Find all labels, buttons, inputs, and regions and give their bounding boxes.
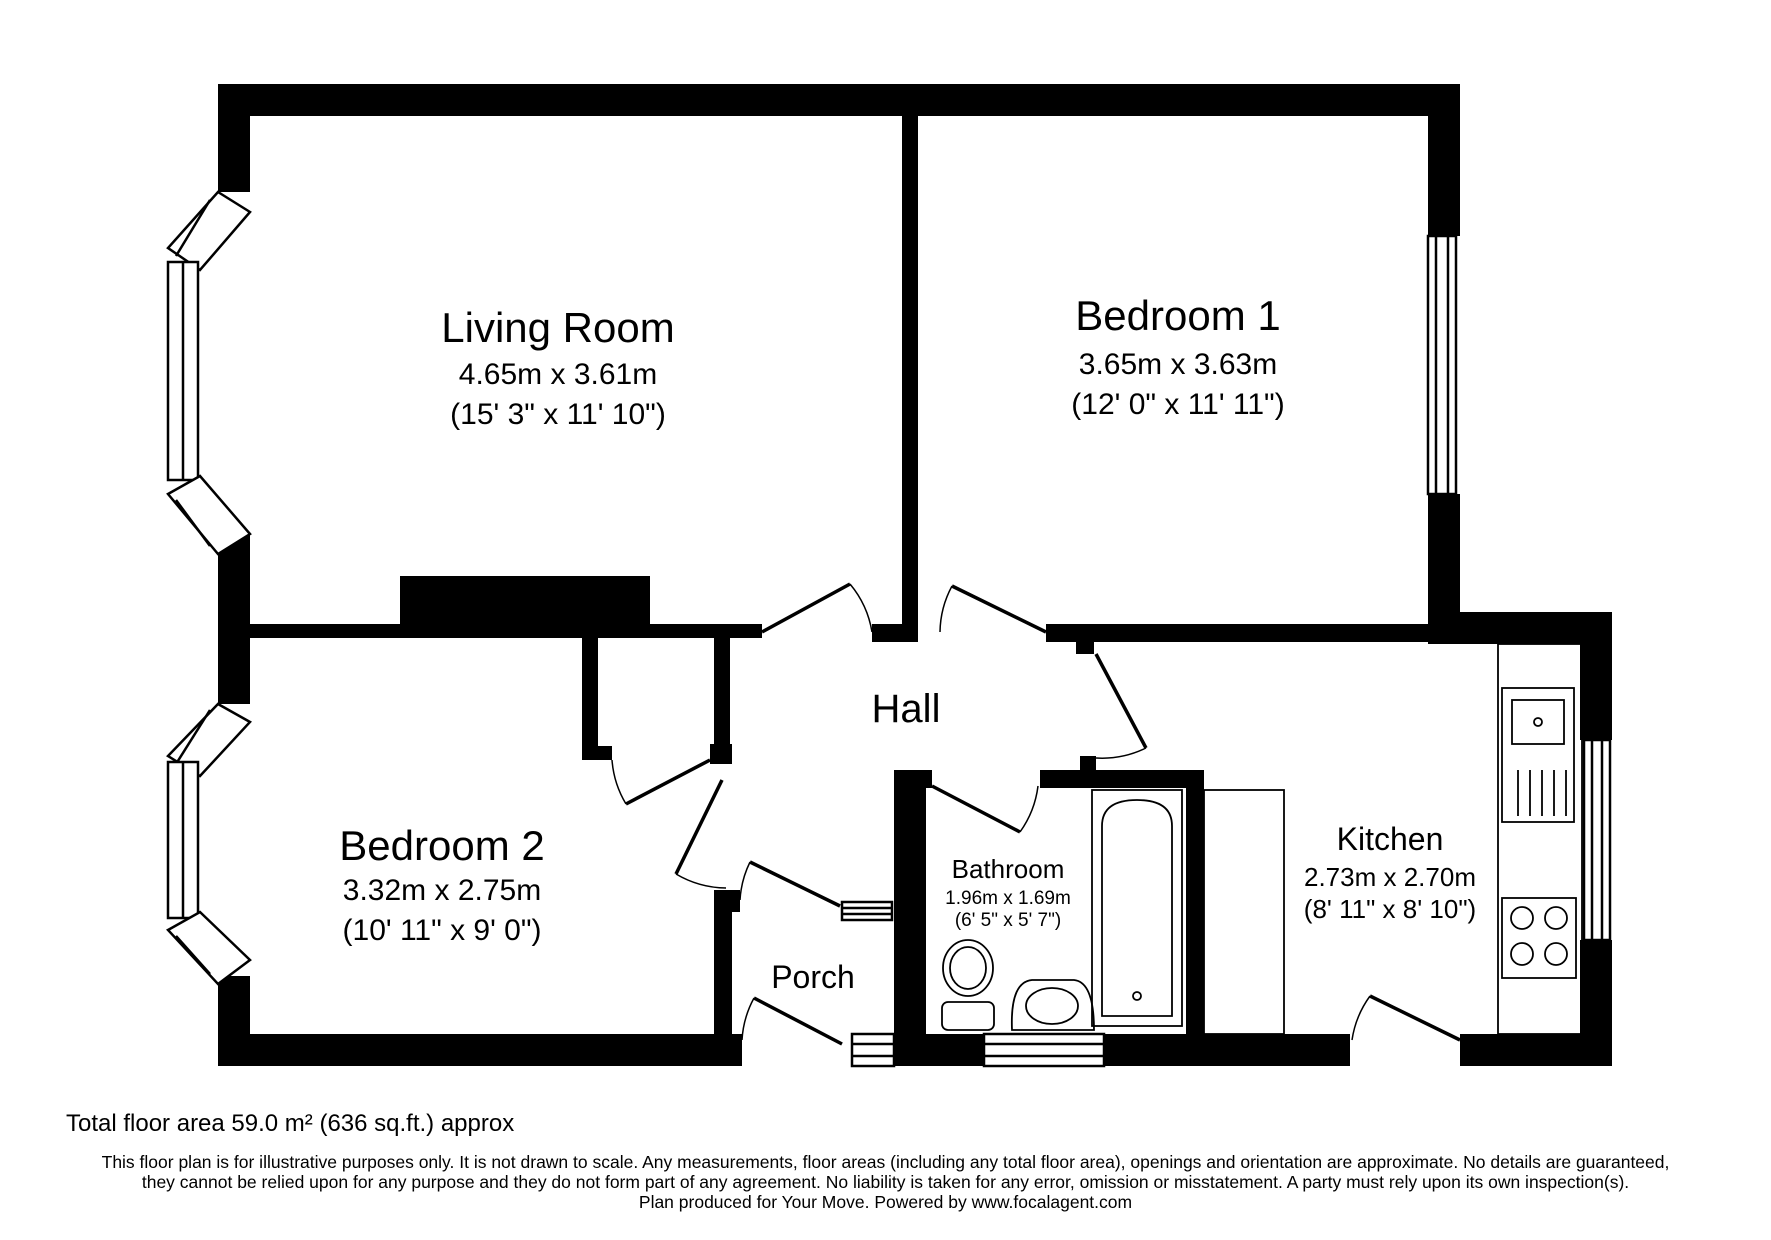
kitchen-imperial: (8' 11" x 8' 10") xyxy=(1304,894,1476,924)
kitchen-metric: 2.73m x 2.70m xyxy=(1304,862,1476,892)
disclaimer-line: This floor plan is for illustrative purp… xyxy=(101,1152,1670,1172)
fixtures xyxy=(941,643,1583,1035)
bathroom-window xyxy=(982,1032,1106,1068)
kitchen-back-door xyxy=(1369,994,1461,1042)
kitchen-sink-icon xyxy=(1501,687,1575,823)
bedroom2-metric: 3.32m x 2.75m xyxy=(343,874,541,907)
room-labels: Living Room 4.65m x 3.61m (15' 3" x 11' … xyxy=(339,292,1476,995)
front-door xyxy=(753,996,843,1046)
bedroom1-imperial: (12' 0" x 11' 11") xyxy=(1071,388,1284,421)
bath-icon xyxy=(1091,789,1183,1027)
kitchen-window xyxy=(1582,738,1612,942)
living-room-imperial: (15' 3" x 11' 10") xyxy=(450,398,666,431)
disclaimer-line: they cannot be relied upon for any purpo… xyxy=(141,1172,1630,1192)
bedroom2-door xyxy=(674,779,724,875)
living-door xyxy=(761,582,851,634)
porch-window xyxy=(850,1032,896,1068)
bathroom-imperial: (6' 5" x 5' 7") xyxy=(955,910,1061,931)
bedroom2-imperial: (10' 11" x 9' 0") xyxy=(343,914,542,947)
disclaimer: This floor plan is for illustrative purp… xyxy=(0,1152,1771,1212)
kitchen-worktop xyxy=(1497,643,1583,1035)
basin-icon xyxy=(1010,979,1095,1031)
bathroom-door xyxy=(931,784,1021,834)
bedroom2-bay-window-top xyxy=(166,702,252,778)
doors xyxy=(611,582,1461,1046)
windows xyxy=(166,190,1612,1068)
exterior-walls xyxy=(218,84,1612,1066)
porch-name: Porch xyxy=(771,959,855,995)
hall-window xyxy=(840,900,894,922)
kitchen-name: Kitchen xyxy=(1337,821,1444,857)
living-bay-window-bottom xyxy=(166,474,252,556)
interior-walls xyxy=(250,116,1428,1034)
bedroom1-name: Bedroom 1 xyxy=(1075,292,1280,339)
living-bay-window-top xyxy=(166,190,252,272)
living-room-name: Living Room xyxy=(441,304,674,351)
living-room-metric: 4.65m x 3.61m xyxy=(459,358,657,391)
bedroom1-metric: 3.65m x 3.63m xyxy=(1079,348,1277,381)
bathroom-metric: 1.96m x 1.69m xyxy=(945,888,1071,909)
bedroom1-door xyxy=(951,584,1047,634)
disclaimer-line: Plan produced for Your Move. Powered by … xyxy=(638,1192,1133,1212)
total-floor-area: Total floor area 59.0 m² (636 sq.ft.) ap… xyxy=(66,1110,515,1137)
hall-name: Hall xyxy=(872,687,941,731)
bedroom1-window xyxy=(1426,234,1458,496)
porch-inner-door xyxy=(749,860,841,908)
bedroom2-name: Bedroom 2 xyxy=(339,822,544,869)
cupboard-door xyxy=(625,758,711,806)
hob-icon xyxy=(1501,897,1577,979)
kitchen-hall-door xyxy=(1094,653,1148,749)
bathroom-name: Bathroom xyxy=(952,854,1065,884)
toilet-icon xyxy=(942,939,994,997)
